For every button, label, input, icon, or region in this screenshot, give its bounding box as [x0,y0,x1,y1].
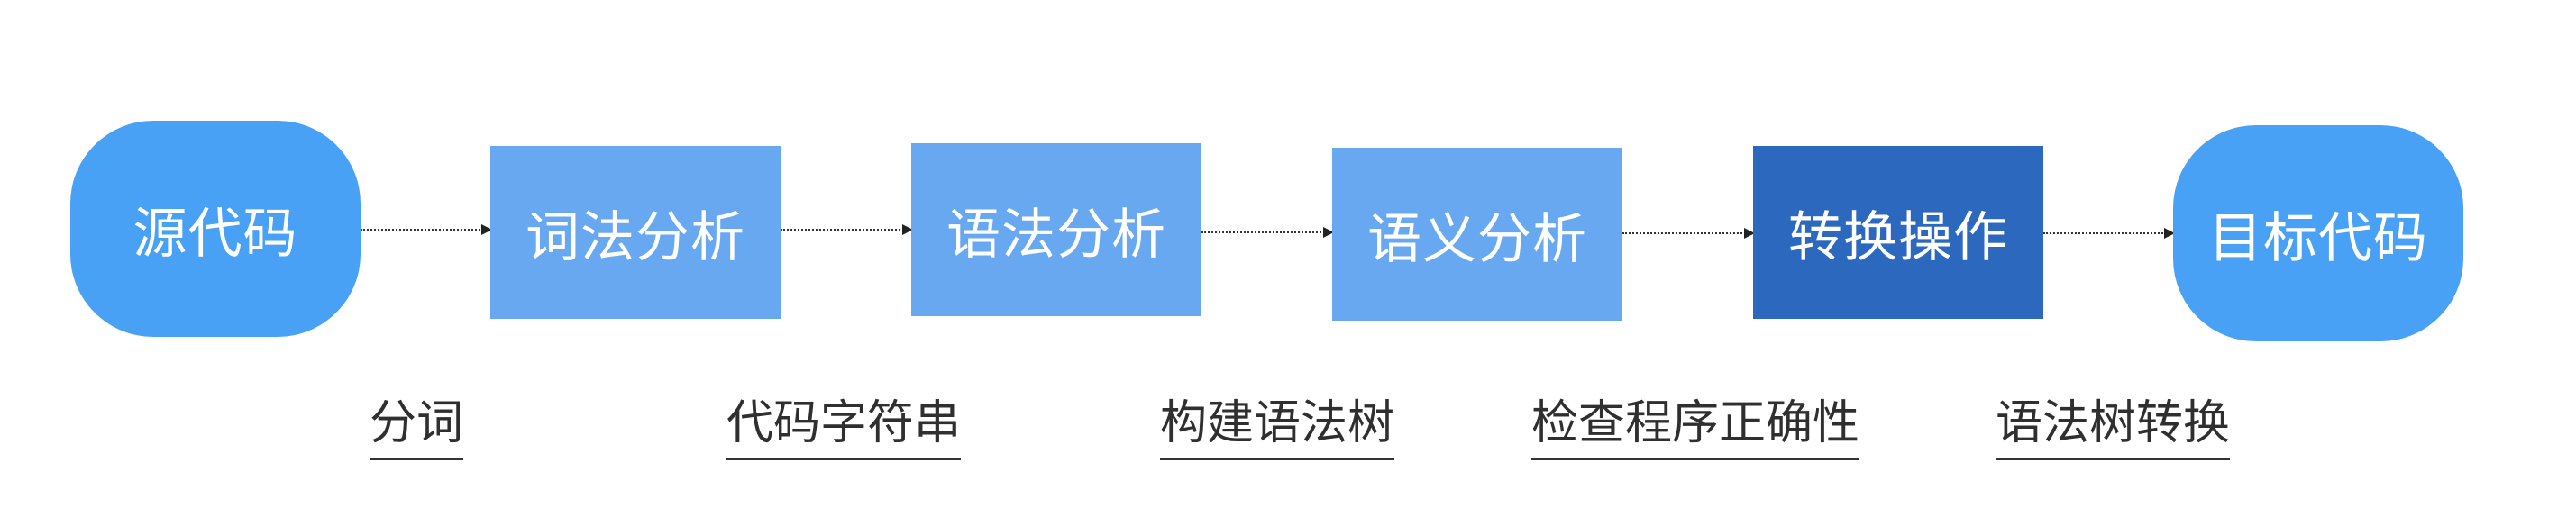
node-syntax-analysis: 语法分析 [911,143,1201,316]
annotation-build-syntax-tree: 构建语法树 [1160,395,1395,460]
annotation-tree-transform: 语法树转换 [1996,395,2231,460]
annotation-tokenize: 分词 [370,395,464,460]
node-source-code: 源代码 [70,121,361,337]
node-lexical-analysis: 词法分析 [490,146,781,319]
arrow-head [481,224,492,235]
node-transform-operation: 转换操作 [1753,146,2043,319]
annotation-check-correctness: 检查程序正确性 [1531,395,1860,460]
node-target-code: 目标代码 [2173,125,2463,341]
arrow-head [1323,227,1334,238]
arrow-head [902,224,913,235]
arrow-source-to-lexical [361,224,492,235]
arrow-head [2164,228,2175,239]
arrow-head [1744,228,1755,239]
annotation-code-string: 代码字符串 [726,395,962,460]
node-semantic-analysis: 语义分析 [1332,148,1622,321]
arrow-lexical-to-syntax [781,224,913,235]
arrow-semantic-to-transform [1622,228,1755,239]
arrow-transform-to-target [2043,228,2175,239]
arrow-syntax-to-semantic [1201,227,1334,238]
